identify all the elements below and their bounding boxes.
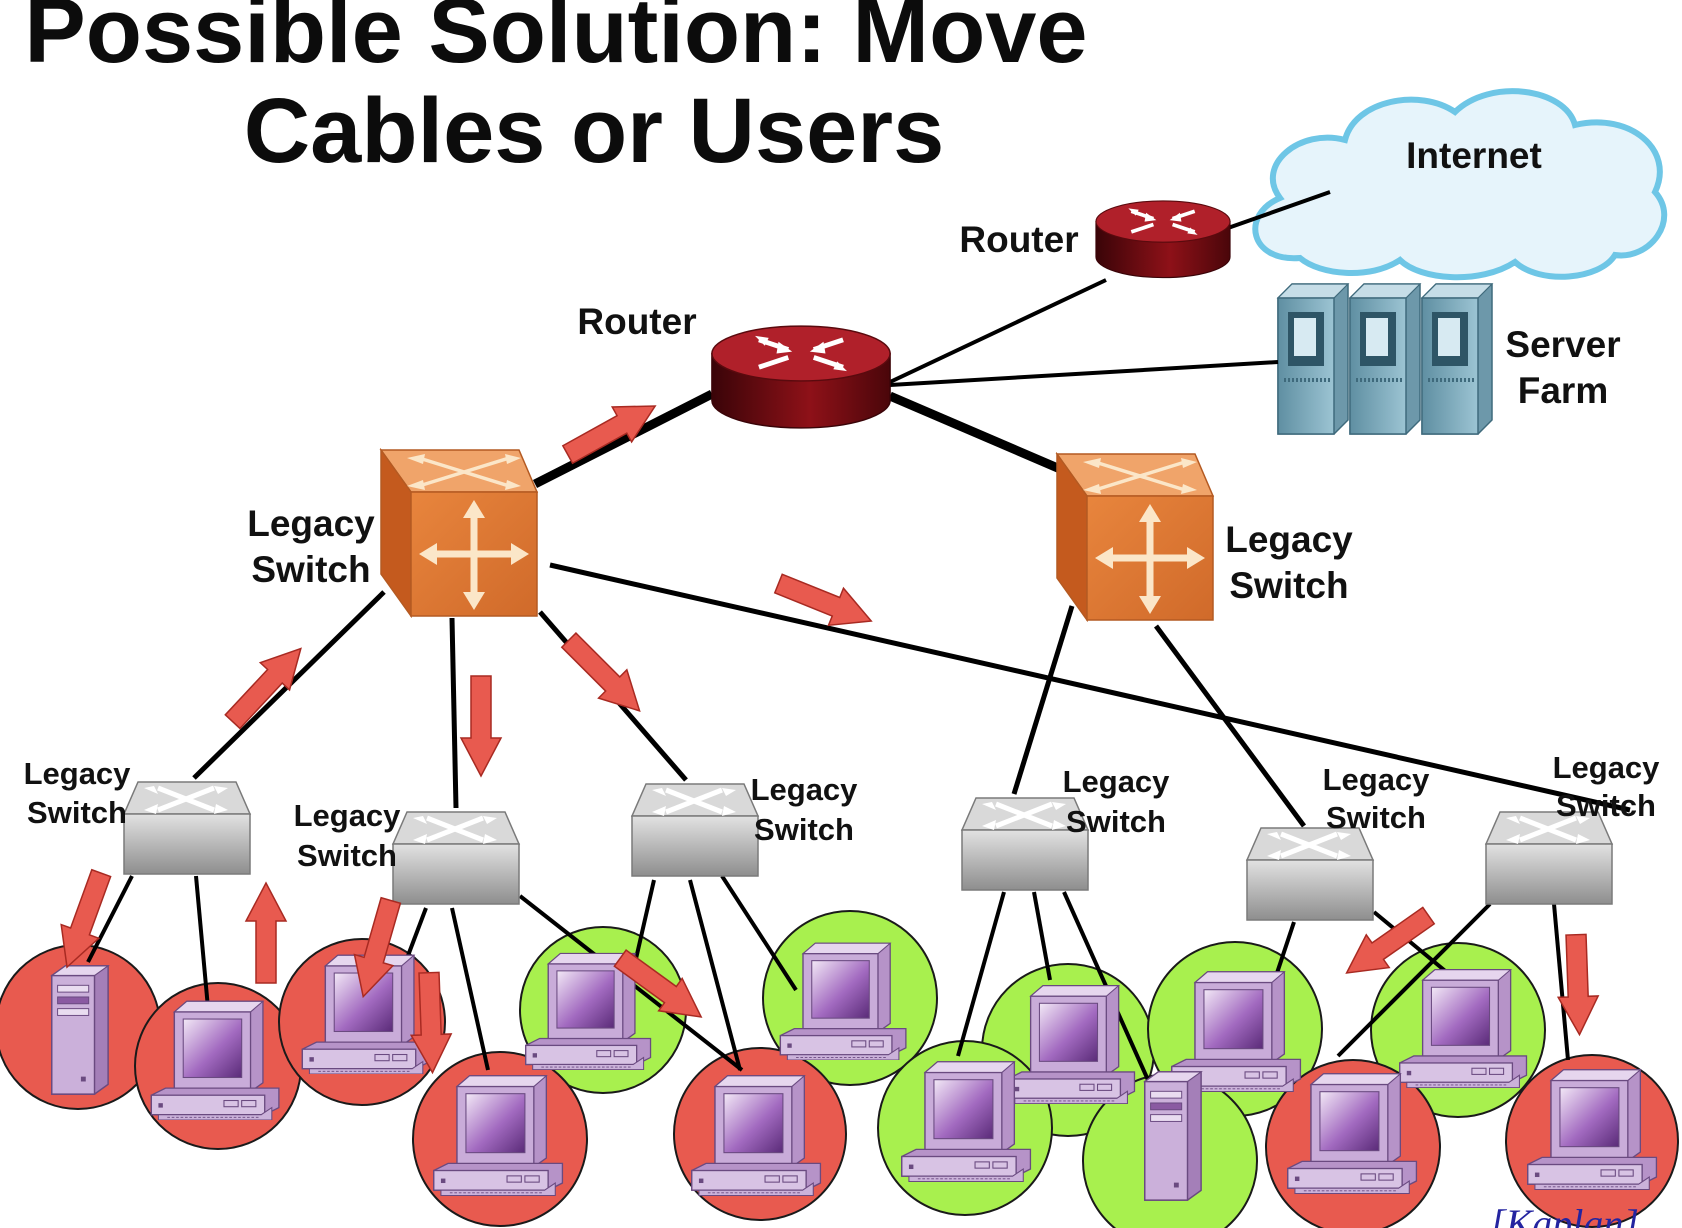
- legacy-switch-label-line-2: Switch: [297, 838, 397, 873]
- legacy-switch-label-line-1: Legacy: [247, 503, 375, 544]
- workgroup-switch-icon: [393, 812, 519, 904]
- server-farm-label-line-1: Server: [1505, 324, 1620, 365]
- link: [889, 360, 1279, 387]
- tower-server-icon: [51, 965, 109, 1095]
- server-farm-label-line-2: Farm: [1518, 370, 1608, 411]
- core-router-icon: [712, 326, 890, 428]
- move-arrow-icon: [217, 634, 317, 737]
- workgroup-switch-icon: [124, 782, 250, 874]
- workgroup-switch-icon: [1247, 828, 1373, 920]
- link: [194, 875, 210, 1009]
- legacy-switch-label-line-1: Legacy: [1553, 750, 1661, 785]
- server-farm-icon: [1276, 283, 1494, 435]
- legacy-switch-label-line-2: Switch: [1229, 565, 1348, 606]
- multilayer-switch-icon: [381, 450, 537, 616]
- legacy-switch-label-line-1: Legacy: [294, 798, 402, 833]
- legacy-switch-label-line-1: Legacy: [1225, 519, 1353, 560]
- link: [1552, 903, 1570, 1061]
- legacy-switch-label-line-2: Switch: [27, 795, 127, 830]
- edge-router-icon: [1093, 198, 1233, 280]
- link: [549, 562, 1631, 813]
- link: [956, 891, 1006, 1057]
- legacy-switch-label-line-2: Switch: [1326, 800, 1426, 835]
- link: [450, 907, 490, 1071]
- move-arrow-icon: [245, 882, 287, 984]
- link: [1011, 605, 1075, 795]
- slide-title-line-1: Possible Solution: Move: [24, 0, 1087, 82]
- move-arrow-icon: [553, 625, 655, 726]
- link: [889, 278, 1107, 384]
- slide-title-line-2: Cables or Users: [244, 80, 945, 182]
- core-router-label: Router: [577, 301, 696, 342]
- legacy-switch-label-line-1: Legacy: [751, 772, 859, 807]
- legacy-switch-label-line-2: Switch: [1556, 788, 1656, 823]
- link: [888, 391, 1062, 474]
- link: [688, 879, 742, 1071]
- internet-label: Internet: [1406, 135, 1542, 176]
- link: [1153, 624, 1307, 828]
- legacy-switch-label-line-2: Switch: [754, 812, 854, 847]
- workgroup-switch-icon: [1486, 812, 1612, 904]
- citation: [Kaplan]: [1490, 1201, 1639, 1228]
- link: [1032, 891, 1052, 981]
- link: [1227, 190, 1331, 230]
- workgroup-switch-icon: [632, 784, 758, 876]
- link: [720, 874, 798, 992]
- edge-router-label: Router: [959, 219, 1078, 260]
- link: [86, 875, 134, 963]
- legacy-switch-label-line-1: Legacy: [1323, 762, 1431, 797]
- cloud-icon: [1252, 88, 1668, 281]
- legacy-switch-label-line-1: Legacy: [1063, 764, 1171, 799]
- link: [532, 389, 715, 489]
- link: [1336, 902, 1492, 1058]
- legacy-switch-label-line-2: Switch: [251, 549, 370, 590]
- legacy-switch-label-line-1: Legacy: [24, 756, 132, 791]
- link: [449, 617, 459, 809]
- multilayer-switch-icon: [1057, 454, 1213, 620]
- move-arrow-icon: [460, 675, 502, 777]
- tower-server-icon: [1144, 1071, 1202, 1201]
- legacy-switch-label-line-2: Switch: [1066, 804, 1166, 839]
